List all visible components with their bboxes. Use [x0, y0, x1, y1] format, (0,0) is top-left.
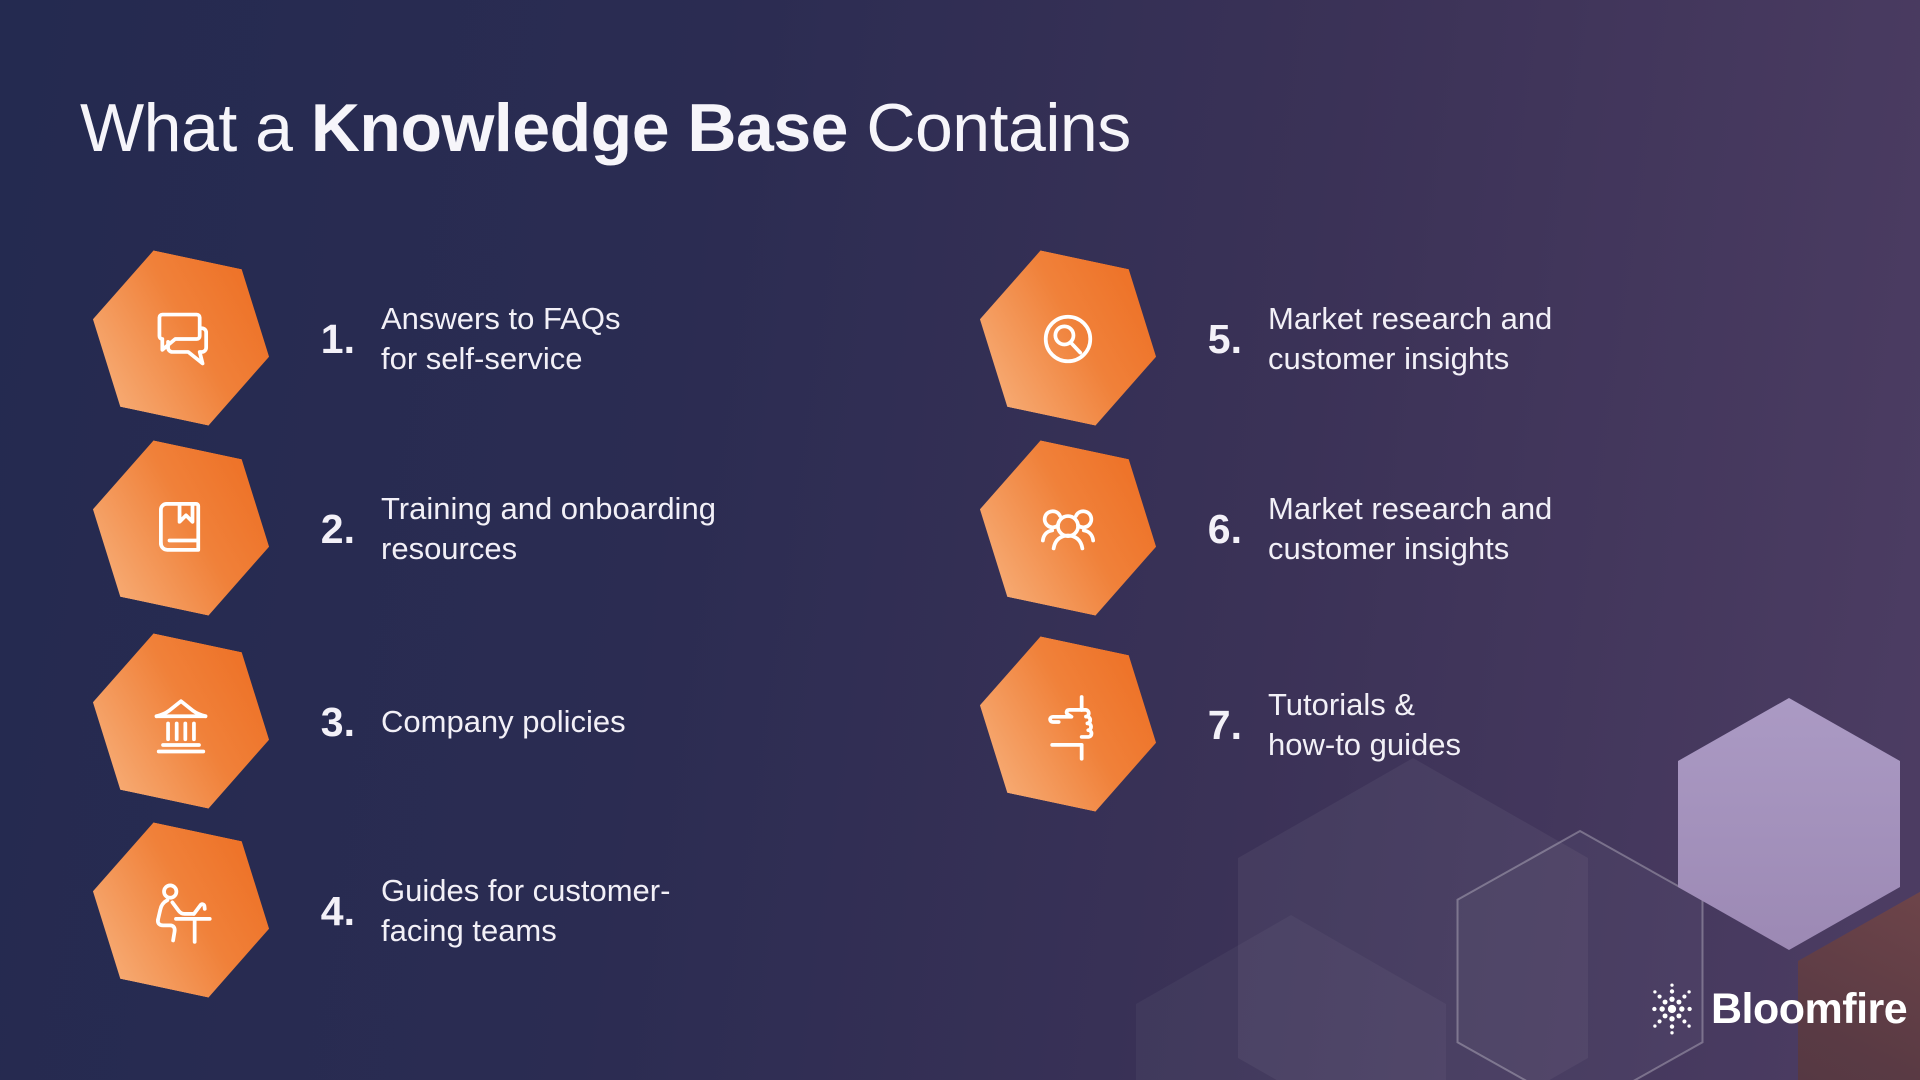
- book-bookmark-icon: [83, 434, 279, 624]
- bloomfire-logo-text: Bloomfire: [1711, 984, 1908, 1033]
- item-text: Training and onboarding resources: [381, 489, 716, 569]
- item-text-line: customer insights: [1268, 341, 1510, 376]
- item-text-line: resources: [381, 531, 518, 566]
- kb-item-1: 1. Answers to FAQs for self-service: [83, 244, 620, 434]
- item-number: 2.: [320, 505, 355, 552]
- decor-hexagon-outline: [1456, 829, 1704, 1080]
- item-number: 3.: [320, 698, 355, 745]
- kb-item-6: 6. Market research and customer insights: [970, 434, 1552, 624]
- kb-item-3: 3. Company policies: [83, 627, 626, 817]
- item-text-line: facing teams: [381, 913, 557, 948]
- decor-hexagon-light: [1678, 698, 1900, 950]
- decor-hexagon-maroon: [1798, 876, 1920, 1080]
- item-number: 5.: [1207, 315, 1242, 362]
- item-text-line: Guides for customer-: [381, 873, 671, 908]
- kb-item-4: 4. Guides for customer- facing teams: [83, 816, 670, 1006]
- item-text: Company policies: [381, 702, 626, 742]
- title-bold: Knowledge Base: [310, 90, 849, 166]
- title-suffix: Contains: [847, 90, 1131, 166]
- bloomfire-logo: Bloomfire: [1643, 980, 1908, 1038]
- item-text-line: Training and onboarding: [381, 491, 716, 526]
- item-text-line: Answers to FAQs: [381, 301, 621, 336]
- bank-building-icon: [83, 627, 279, 817]
- item-number: 7.: [1207, 701, 1242, 748]
- item-text: Market research and customer insights: [1268, 299, 1552, 379]
- item-text: Market research and customer insights: [1268, 489, 1552, 569]
- kb-item-5: 5. Market research and customer insights: [970, 244, 1552, 434]
- item-text-line: Tutorials &: [1268, 687, 1416, 722]
- item-text-line: customer insights: [1268, 531, 1510, 566]
- decor-hexagon-faint: [1136, 915, 1446, 1080]
- people-group-icon: [970, 434, 1166, 624]
- item-number: 6.: [1207, 505, 1242, 552]
- item-text: Answers to FAQs for self-service: [381, 299, 620, 379]
- item-text: Tutorials & how-to guides: [1268, 685, 1461, 765]
- item-text-line: how-to guides: [1268, 727, 1462, 762]
- chat-bubbles-icon: [83, 244, 279, 434]
- item-text: Guides for customer- facing teams: [381, 871, 670, 951]
- item-number: 4.: [320, 887, 355, 934]
- bloomfire-starburst-icon: [1652, 983, 1692, 1035]
- person-desk-icon: [83, 816, 279, 1006]
- item-text-line: Market research and: [1268, 491, 1553, 526]
- kb-item-2: 2. Training and onboarding resources: [83, 434, 716, 624]
- item-number: 1.: [320, 315, 355, 362]
- hand-writing-icon: [970, 630, 1166, 820]
- item-text-line: Company policies: [381, 704, 626, 739]
- item-text-line: Market research and: [1268, 301, 1553, 336]
- title-prefix: What a: [80, 90, 311, 166]
- kb-item-7: 7. Tutorials & how-to guides: [970, 630, 1461, 820]
- page-title: What a Knowledge Base Contains: [80, 88, 1131, 170]
- item-text-line: for self-service: [381, 341, 583, 376]
- search-icon: [970, 244, 1166, 434]
